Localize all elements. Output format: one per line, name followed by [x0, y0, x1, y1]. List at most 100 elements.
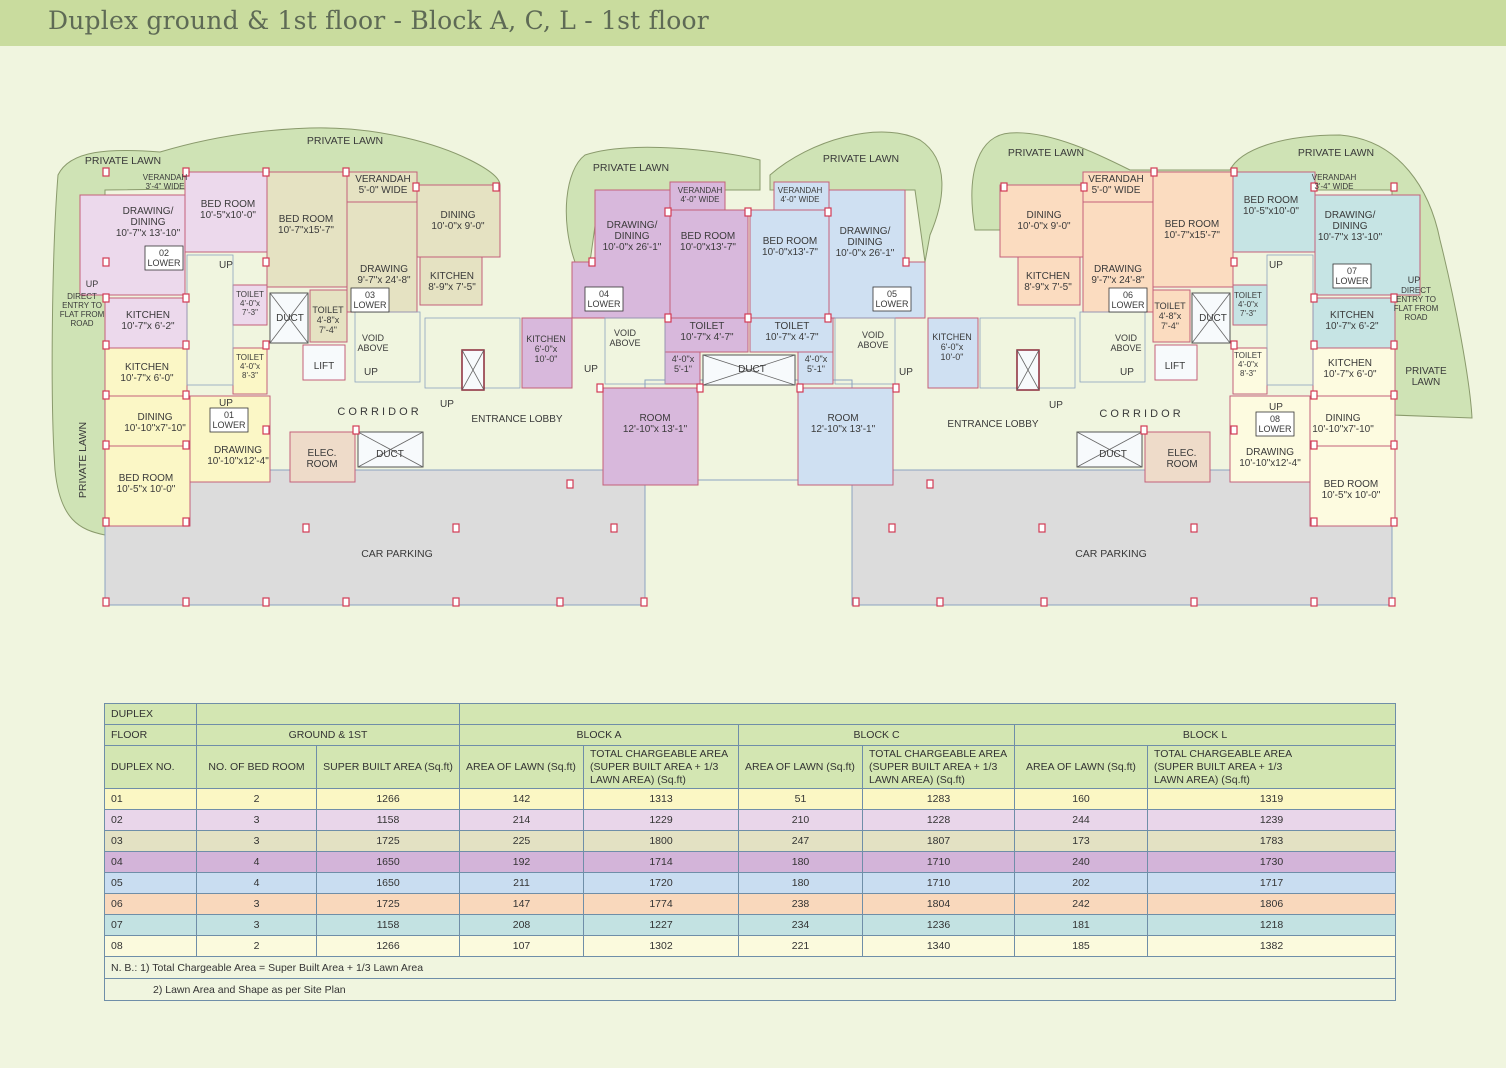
- duct-label: DUCT: [1099, 449, 1127, 460]
- column-marker: [102, 390, 110, 400]
- table-cell-c_lawn: 180: [738, 872, 863, 894]
- up-label: UP: [1120, 367, 1134, 378]
- up-entry-east-line: UP: [1408, 275, 1421, 285]
- lawn-label: PRIVATE LAWN: [593, 162, 669, 174]
- room-label-br01-line: BED ROOM: [119, 473, 173, 484]
- column-marker: [1390, 440, 1398, 450]
- column-marker: [1038, 523, 1046, 533]
- stair-unit05: [834, 317, 896, 385]
- unit-02-kitchen: [104, 297, 188, 349]
- table-cell-a_total: 1313: [583, 788, 739, 810]
- unit-08-drawing: [1229, 395, 1311, 483]
- up-label-line: UP: [1049, 400, 1063, 411]
- table-cell-c_lawn: 221: [738, 935, 863, 957]
- column-marker: [1230, 340, 1238, 350]
- unit-05-kitchen: [927, 317, 979, 389]
- room-label-sm05-line: 4'-0"x: [805, 354, 828, 364]
- column-marker: [452, 523, 460, 533]
- room-label-dw08-line: DRAWING: [1246, 447, 1294, 458]
- room-label-to08-line: TOILET: [1234, 351, 1262, 360]
- table-cell-l_lawn: 181: [1014, 914, 1148, 936]
- column-marker: [1140, 425, 1148, 435]
- column-marker: [412, 182, 420, 192]
- column-marker: [102, 293, 110, 303]
- room-label-to06-line: 7'-4": [1161, 321, 1179, 331]
- car-parking-west: [104, 469, 646, 606]
- room-label-rm04-line: 12'-10"x 13'-1": [623, 424, 688, 435]
- table-cell-l_lawn: 240: [1014, 851, 1148, 873]
- duct-label-line: DUCT: [738, 364, 766, 375]
- room-label-dr05-line: DRAWING/: [840, 226, 891, 237]
- lawn-label-line: PRIVATE LAWN: [1008, 147, 1084, 159]
- room-label-ki07-line: 10'-7"x 6'-2": [1325, 321, 1379, 332]
- room-label-dw06-line: DRAWING: [1094, 264, 1142, 275]
- lawn-label: PRIVATE LAWN: [1008, 147, 1084, 159]
- room-label-dr07-line: DINING: [1333, 221, 1368, 232]
- room-label-br05-line: 10'-0"x13'-7": [762, 247, 818, 258]
- column-marker: [892, 383, 900, 393]
- unit-tag-tag02-line: 02: [159, 248, 169, 258]
- up-label-line: UP: [584, 364, 598, 375]
- table-cell-l_lawn: 160: [1014, 788, 1148, 810]
- up-label: UP: [899, 367, 913, 378]
- hdr-l-lawn: AREA OF LAWN (Sq.ft): [1014, 745, 1148, 789]
- table-cell-a_total: 1227: [583, 914, 739, 936]
- table-cell-no: 01: [104, 788, 197, 810]
- room-label-ve02-line: VERANDAH: [143, 173, 188, 182]
- hdr-c-lawn: AREA OF LAWN (Sq.ft): [738, 745, 863, 789]
- unit-04-toilet: [664, 317, 749, 353]
- unit-03-bedroom: [266, 171, 348, 288]
- unit-05-small: [797, 351, 834, 385]
- room-label-to04-line: 10'-7"x 4'-7": [680, 332, 734, 343]
- unit-tag-box: [1332, 263, 1372, 289]
- car-parking-east: CAR PARKING: [1075, 548, 1147, 560]
- room-label-ki03-line: 8'-9"x 7'-5": [428, 282, 476, 293]
- unit-03-dining: [416, 184, 501, 258]
- room-label-ki01-line: KITCHEN: [125, 362, 169, 373]
- table-cell-c_total: 1283: [862, 788, 1015, 810]
- room-label-to07-line: 7'-3": [1240, 309, 1256, 318]
- hdr-blank-1: [196, 703, 460, 725]
- unit-tag-tag05-line: LOWER: [875, 299, 909, 309]
- hdr-a-lawn: AREA OF LAWN (Sq.ft): [459, 745, 584, 789]
- unit-05-room: [797, 387, 894, 486]
- unit-05-toilet: [749, 317, 834, 353]
- table-cell-c_total: 1236: [862, 914, 1015, 936]
- table-cell-c_lawn: 247: [738, 830, 863, 852]
- room-label-ki01-line: 10'-7"x 6'-0": [120, 373, 174, 384]
- column-marker: [492, 182, 500, 192]
- room-label-dw03-line: DRAWING: [360, 264, 408, 275]
- direct-entry-west-line: DIRECT: [67, 292, 97, 301]
- room-label-di03-line: DINING: [441, 210, 476, 221]
- column-marker: [1390, 390, 1398, 400]
- table-cell-a_lawn: 142: [459, 788, 584, 810]
- room-label-br04-line: 10'-0"x13'-7": [680, 242, 736, 253]
- table-cell-no: 06: [104, 893, 197, 915]
- column-marker: [1230, 167, 1238, 177]
- elec-room-west: [289, 431, 356, 483]
- table-cell-l_lawn: 185: [1014, 935, 1148, 957]
- column-marker: [262, 340, 270, 350]
- column-marker: [342, 597, 350, 607]
- room-label-ki08-line: KITCHEN: [1328, 358, 1372, 369]
- room-label-ve07-line: VERANDAH: [1312, 173, 1357, 182]
- column-marker: [182, 517, 190, 527]
- unit-03-kitchen: [419, 256, 483, 306]
- car-parking-west: CAR PARKING: [361, 548, 433, 560]
- room-label-dr02-line: DINING: [131, 217, 166, 228]
- duct-label-line: DUCT: [376, 449, 404, 460]
- lawn-label-east-small-line: PRIVATE: [1405, 366, 1447, 377]
